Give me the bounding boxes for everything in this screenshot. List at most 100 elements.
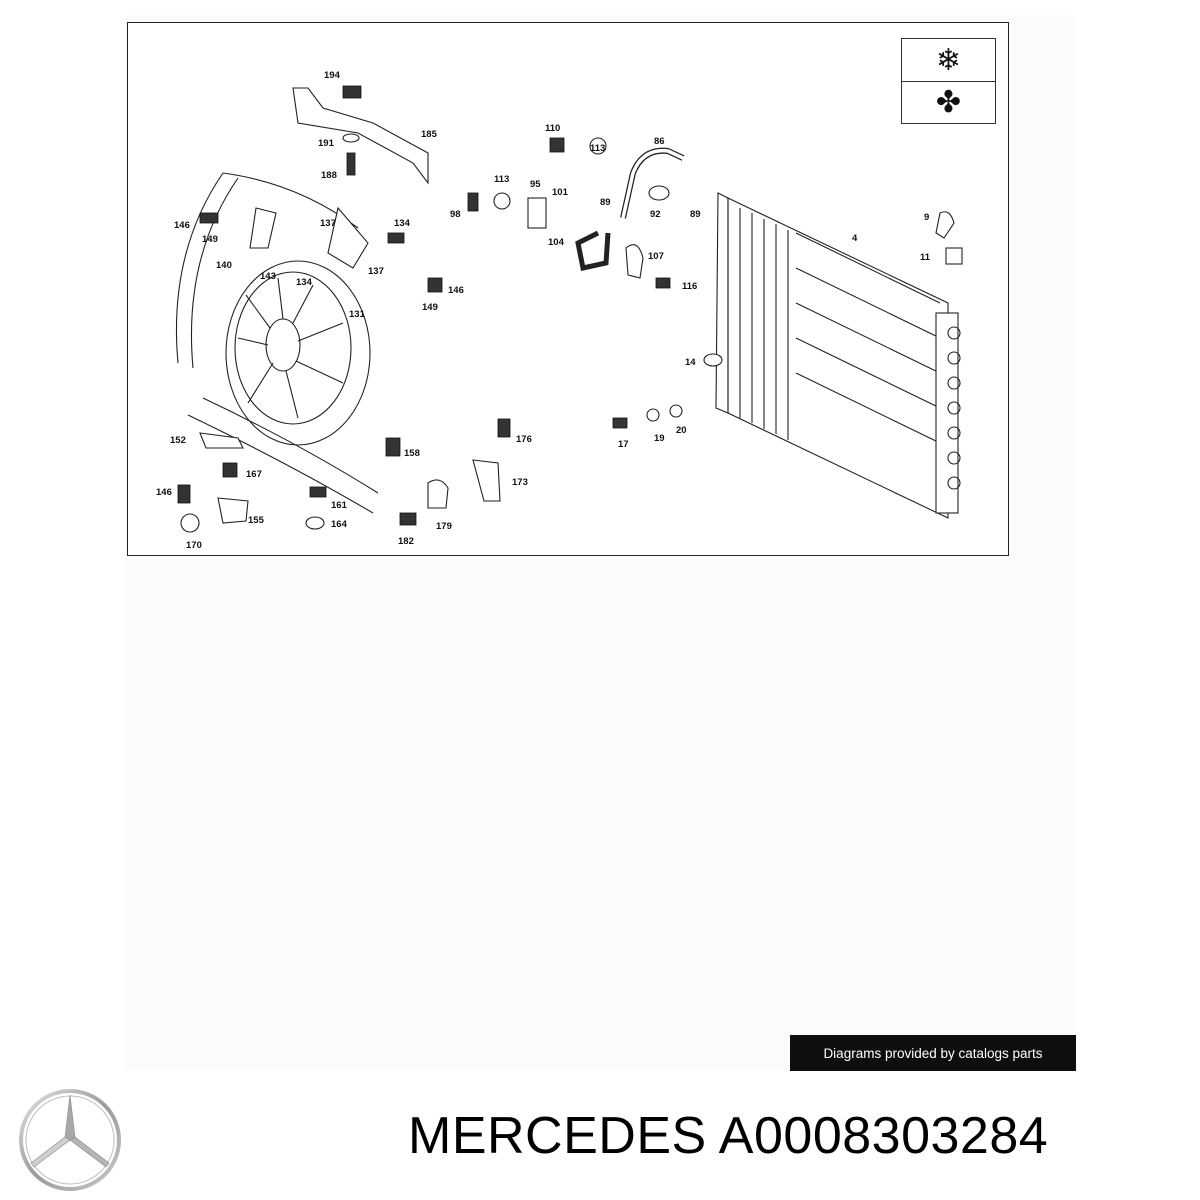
- bolt-134: [387, 232, 405, 244]
- part-number: A0008303284: [718, 1107, 1049, 1165]
- bolt-188: [346, 152, 356, 176]
- credit-banner: Diagrams provided by catalogs parts: [790, 1035, 1076, 1071]
- callout-110: 110: [545, 123, 560, 134]
- shroud-curve: [175, 172, 224, 364]
- callout-164: 164: [331, 519, 348, 530]
- mercedes-star-icon: [19, 1089, 121, 1191]
- callout-86: 86: [654, 136, 665, 147]
- clip-179: [427, 479, 449, 509]
- fan-icon: ✤: [935, 85, 962, 119]
- callout-170: 170: [186, 540, 202, 551]
- callout-116: 116: [682, 281, 697, 292]
- legend-box: ❄ ✤: [901, 38, 996, 124]
- callout-89b: 89: [690, 209, 701, 220]
- nut-113: [589, 137, 607, 155]
- bracket-173: [472, 459, 501, 502]
- washer-191: [342, 133, 360, 143]
- mount-167: [222, 462, 238, 478]
- fan-blades: [237, 277, 344, 419]
- bolt-176: [497, 418, 511, 438]
- bolt-146c: [177, 484, 191, 504]
- callout-149b: 149: [422, 302, 438, 313]
- callout-labels: 194 185 191 188 110 113 86 113 95 101 98…: [156, 70, 931, 551]
- callout-182: 182: [398, 536, 414, 547]
- bolt-146: [199, 212, 219, 224]
- bracket-107: [625, 244, 644, 279]
- condenser: [715, 192, 961, 519]
- callout-113b: 113: [494, 174, 509, 185]
- callout-146: 146: [174, 220, 190, 231]
- callout-98: 98: [450, 209, 461, 220]
- bracket-152: [199, 432, 244, 449]
- bolt-17: [612, 417, 628, 429]
- pipe-104: [575, 230, 611, 271]
- callout-20: 20: [676, 425, 687, 436]
- clip-158: [385, 437, 401, 457]
- clip-161: [309, 486, 327, 498]
- parts-diagram: 194 185 191 188 110 113 86 113 95 101 98…: [127, 22, 1009, 556]
- callout-9: 9: [924, 212, 929, 223]
- callout-176: 176: [516, 434, 532, 445]
- callout-191: 191: [318, 138, 335, 149]
- callout-134: 134: [394, 218, 411, 229]
- callout-89: 89: [600, 197, 611, 208]
- callout-11: 11: [920, 252, 931, 263]
- bracket-140: [249, 207, 277, 249]
- callout-137: 137: [320, 218, 336, 229]
- nut-170: [180, 513, 200, 533]
- callout-161: 161: [331, 500, 348, 511]
- callout-185: 185: [421, 129, 438, 140]
- callout-134b: 134: [296, 277, 313, 288]
- bolt-146b: [427, 277, 443, 293]
- callout-107: 107: [648, 251, 664, 262]
- snowflake-icon: ❄: [902, 39, 995, 82]
- exploded-view-drawing: 194 185 191 188 110 113 86 113 95 101 98…: [156, 70, 963, 551]
- bolt-116: [655, 277, 671, 289]
- nut-194: [342, 85, 362, 99]
- bracket-185: [292, 87, 429, 185]
- callout-146b: 146: [448, 285, 464, 296]
- bolt-182: [399, 512, 417, 526]
- callout-14: 14: [685, 357, 696, 368]
- grommet-92: [648, 185, 670, 201]
- callout-140: 140: [216, 260, 232, 271]
- rubber-11: [945, 247, 963, 265]
- callout-4: 4: [852, 233, 858, 244]
- washer-19: [646, 408, 660, 422]
- callout-179: 179: [436, 521, 452, 532]
- callout-19: 19: [654, 433, 665, 444]
- bracket-155: [217, 497, 249, 524]
- callout-158: 158: [404, 448, 420, 459]
- nut-113b: [493, 192, 511, 210]
- bracket-131: [327, 206, 369, 269]
- washer-20: [669, 404, 683, 418]
- clip-9: [935, 211, 955, 239]
- callout-101: 101: [552, 187, 569, 198]
- callout-155: 155: [248, 515, 265, 526]
- callout-194: 194: [324, 70, 341, 81]
- switch-110: [549, 137, 565, 153]
- fan-hub: [265, 318, 301, 372]
- callout-167: 167: [246, 469, 262, 480]
- callout-92: 92: [650, 209, 661, 220]
- callout-137b: 137: [368, 266, 384, 277]
- shroud-curve: [202, 397, 379, 494]
- callout-152: 152: [170, 435, 186, 446]
- grommet-14: [703, 353, 723, 367]
- callout-104: 104: [548, 237, 565, 248]
- callout-173: 173: [512, 477, 528, 488]
- callout-143: 143: [260, 271, 276, 282]
- callout-131: 131: [349, 309, 366, 320]
- clip-95: [527, 197, 547, 229]
- callout-113: 113: [590, 143, 605, 154]
- callout-149: 149: [202, 234, 218, 245]
- part-title: MERCEDES A0008303284: [408, 1106, 1048, 1166]
- shroud-curve: [190, 177, 239, 369]
- shroud-curve: [187, 414, 374, 514]
- callout-95: 95: [530, 179, 541, 190]
- callout-17: 17: [618, 439, 629, 450]
- grommet-164: [305, 516, 325, 530]
- bolt-98: [467, 192, 479, 212]
- fan-ring: [225, 260, 371, 446]
- callout-188: 188: [321, 170, 337, 181]
